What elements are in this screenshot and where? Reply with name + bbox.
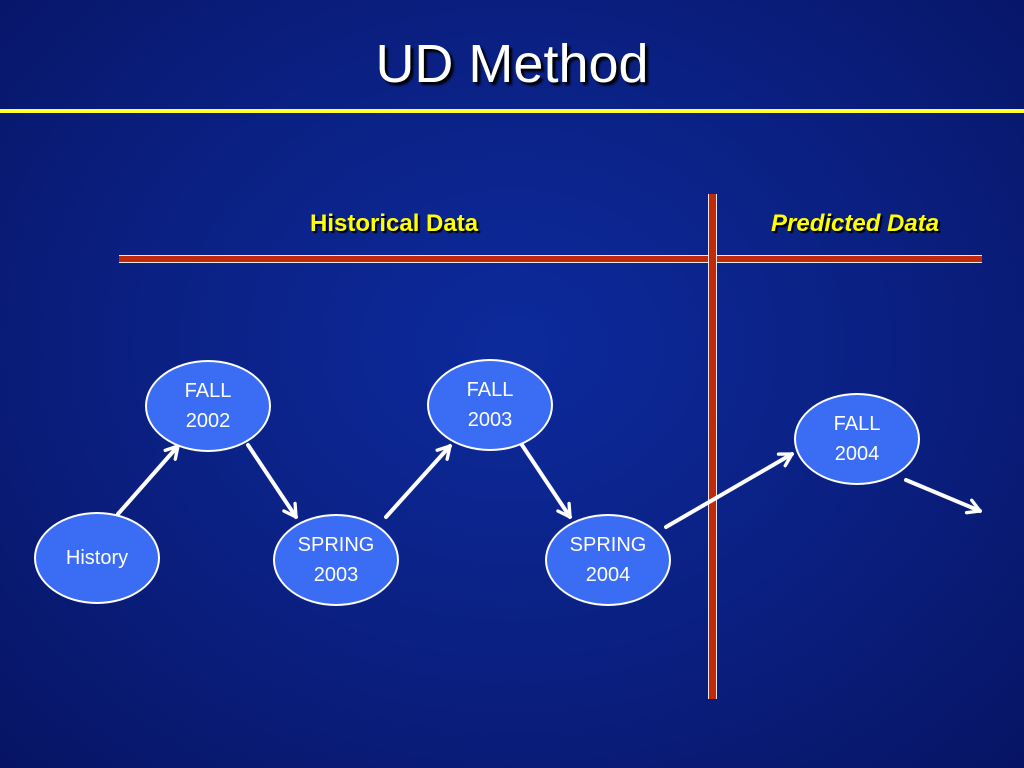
arrow-spring-2004-to-fall-2004: [664, 452, 794, 529]
node-fall-2004-label: FALL 2004: [833, 413, 881, 465]
node-fall-2002: FALL 2002: [145, 360, 271, 452]
timeline-bar: [119, 255, 982, 263]
node-history: History: [34, 512, 160, 604]
node-fall-2003: FALL 2003: [427, 359, 553, 451]
predicted-data-label: Predicted Data: [771, 210, 940, 237]
arrow-spring-2003-to-fall-2003: [384, 444, 452, 519]
node-spring-2003: SPRING 2003: [273, 514, 399, 606]
history-prediction-divider: [708, 194, 717, 699]
title-underline: [0, 109, 1024, 113]
node-spring-2004-label: SPRING 2004: [569, 534, 647, 586]
node-history-label: History: [65, 547, 129, 569]
arrow-fall-2002-to-spring-2003: [246, 443, 298, 519]
arrow-fall-2003-to-spring-2004: [520, 443, 572, 519]
node-spring-2004: SPRING 2004: [545, 514, 671, 606]
node-fall-2003-label: FALL 2003: [466, 379, 514, 431]
arrow-history-to-fall-2002: [116, 444, 180, 516]
slide-title: UD Method: [375, 34, 649, 94]
arrow-fall-2004-onward: [904, 478, 982, 515]
node-fall-2004: FALL 2004: [794, 393, 920, 485]
node-fall-2002-label: FALL 2002: [184, 380, 232, 432]
historical-data-label: Historical Data: [310, 210, 479, 237]
node-spring-2003-label: SPRING 2003: [297, 534, 375, 586]
